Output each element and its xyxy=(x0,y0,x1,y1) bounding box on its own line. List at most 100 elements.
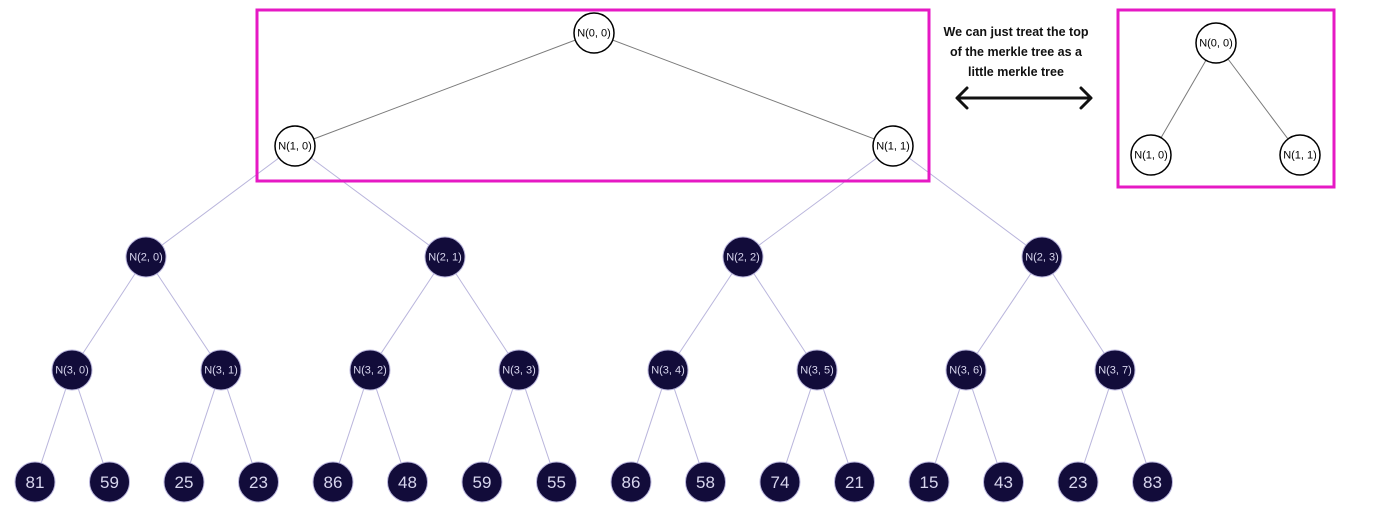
leaf-node-circle xyxy=(834,461,875,503)
level2-node-label: N(2, 2) xyxy=(726,252,760,264)
leaf-node-label: 55 xyxy=(547,473,566,492)
level3-node: N(3, 4) xyxy=(647,349,689,391)
leaf-node-circle xyxy=(238,461,279,503)
leaf-node-label: 43 xyxy=(994,473,1013,492)
leaf-node: 15 xyxy=(908,461,950,503)
level2-node: N(2, 2) xyxy=(722,236,764,278)
leaf-node-label: 81 xyxy=(26,473,45,492)
little-tree-edge xyxy=(1215,42,1301,156)
level3-node: N(3, 3) xyxy=(498,349,540,391)
level3-node-circle xyxy=(945,349,987,391)
leaf-node-circle xyxy=(536,461,577,503)
level3-node-circle xyxy=(51,349,93,391)
edge-l2-l3 xyxy=(369,256,446,371)
little-tree-child-node: N(1, 0) xyxy=(1130,134,1172,176)
level3-node-circle xyxy=(200,349,242,391)
leaf-node-label: 86 xyxy=(324,473,343,492)
edge-l2-l3 xyxy=(742,256,818,371)
level3-node-circle xyxy=(647,349,689,391)
level2-node-label: N(2, 1) xyxy=(428,252,462,264)
leaf-node-label: 59 xyxy=(100,473,119,492)
level1-node: N(1, 1) xyxy=(872,125,914,167)
level3-node: N(3, 6) xyxy=(945,349,987,391)
little-tree-root-node: N(0, 0) xyxy=(1195,22,1237,64)
leaf-node: 81 xyxy=(14,461,56,503)
level2-node: N(2, 3) xyxy=(1021,236,1063,278)
level3-node: N(3, 7) xyxy=(1094,349,1136,391)
level1-node: N(1, 0) xyxy=(274,125,316,167)
leaf-node-label: 58 xyxy=(696,473,715,492)
leaf-node-circle xyxy=(983,461,1024,503)
level3-node-circle xyxy=(349,349,391,391)
leaf-node: 86 xyxy=(610,461,652,503)
leaf-node: 23 xyxy=(1057,461,1099,503)
level1-node-label: N(1, 1) xyxy=(876,141,910,153)
leaf-node-label: 86 xyxy=(622,473,641,492)
caption-text: We can just treat the top of the merkle … xyxy=(943,25,1089,79)
edges-layer xyxy=(34,32,1301,483)
edge-l2-l3 xyxy=(71,256,147,371)
level2-node: N(2, 1) xyxy=(424,236,466,278)
leaf-node: 58 xyxy=(685,461,726,503)
little-tree-root-node-circle xyxy=(1195,22,1237,64)
leaf-node-label: 23 xyxy=(1069,473,1088,492)
leaf-node-circle xyxy=(14,461,56,503)
leaf-node: 21 xyxy=(834,461,875,503)
level3-node-label: N(3, 6) xyxy=(949,365,983,377)
leaf-node-circle xyxy=(610,461,652,503)
leaf-node: 59 xyxy=(89,461,130,503)
level3-node-circle xyxy=(796,349,838,391)
little-tree-child-node-label: N(1, 1) xyxy=(1283,150,1317,162)
leaf-node: 43 xyxy=(983,461,1024,503)
edge-l1-l2 xyxy=(742,145,894,258)
leaf-node-label: 23 xyxy=(249,473,268,492)
level3-node-label: N(3, 7) xyxy=(1098,365,1132,377)
leaf-node: 48 xyxy=(387,461,428,503)
leaf-node: 86 xyxy=(312,461,354,503)
level3-node-label: N(3, 2) xyxy=(353,365,387,377)
leaf-node-label: 59 xyxy=(473,473,492,492)
edge-l2-l3 xyxy=(667,256,744,371)
nodes-layer: N(0, 0) N(1, 0) N(1, 1) N(2, 0) N(2, 1) N(2, … xyxy=(14,12,1321,503)
leaf-node-circle xyxy=(1057,461,1099,503)
leaf-node-circle xyxy=(163,461,205,503)
level3-node: N(3, 1) xyxy=(200,349,242,391)
leaf-node-label: 74 xyxy=(771,473,790,492)
edge-l0-l1 xyxy=(593,32,894,147)
leaf-node-label: 83 xyxy=(1143,473,1162,492)
level2-node-circle xyxy=(1021,236,1063,278)
edge-l2-l3 xyxy=(145,256,222,371)
leaf-node-circle xyxy=(312,461,354,503)
level2-node-label: N(2, 0) xyxy=(129,252,163,264)
leaf-node-label: 48 xyxy=(398,473,417,492)
edge-l1-l2 xyxy=(145,145,296,258)
leaf-node-circle xyxy=(759,461,801,503)
double-headed-arrow-icon xyxy=(955,86,1093,110)
level2-node-label: N(2, 3) xyxy=(1025,252,1059,264)
level2-node: N(2, 0) xyxy=(125,236,167,278)
leaf-node: 74 xyxy=(759,461,801,503)
little-tree-edge xyxy=(1150,42,1217,156)
edge-l1-l2 xyxy=(892,145,1043,258)
leaf-node: 83 xyxy=(1132,461,1173,503)
root-node-circle xyxy=(573,12,615,54)
leaf-node: 25 xyxy=(163,461,205,503)
leaf-node-label: 15 xyxy=(920,473,939,492)
edge-l2-l3 xyxy=(444,256,520,371)
level3-node-label: N(3, 1) xyxy=(204,365,238,377)
level1-node-label: N(1, 0) xyxy=(278,141,312,153)
leaf-node-label: 21 xyxy=(845,473,864,492)
leaf-node-circle xyxy=(89,461,130,503)
little-tree-child-node-circle xyxy=(1279,134,1321,176)
level1-node-circle xyxy=(274,125,316,167)
leaf-node: 55 xyxy=(536,461,577,503)
level3-node-label: N(3, 4) xyxy=(651,365,685,377)
little-tree-child-node: N(1, 1) xyxy=(1279,134,1321,176)
level2-node-circle xyxy=(424,236,466,278)
level2-node-circle xyxy=(722,236,764,278)
leaf-node-circle xyxy=(1132,461,1173,503)
level3-node-circle xyxy=(498,349,540,391)
leaf-node-circle xyxy=(461,461,503,503)
edge-l1-l2 xyxy=(294,145,446,258)
